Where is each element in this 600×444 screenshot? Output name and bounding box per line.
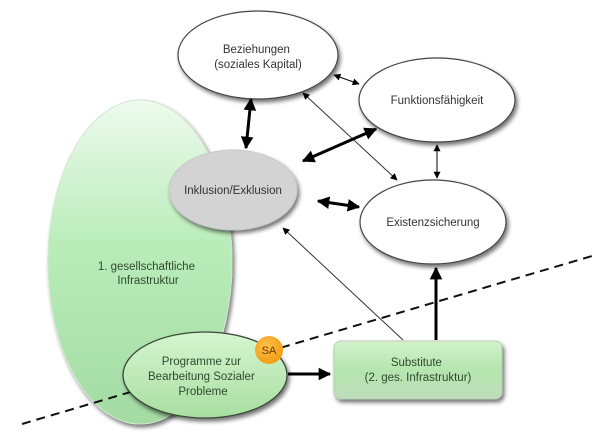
substitute-label-line1: Substitute (391, 357, 442, 369)
programme-label-line3: Probleme (178, 386, 227, 398)
edge-beziehungen-funktion (333, 73, 360, 86)
node-beziehungen: Beziehungen (soziales Kapital) (177, 10, 339, 100)
edge-inklusion-existenz (316, 196, 361, 212)
funktion-label: Funktionsfähigkeit (391, 95, 484, 107)
infrastruktur-label-line1: 1. gesellschaftliche (98, 261, 195, 273)
svg-text:Programme zur Bearbeitun: Programme zur Bearbeitung Sozialer Probl… (148, 356, 258, 398)
svg-text:Beziehungen (soziales Ka: Beziehungen (soziales Kapital) (214, 44, 302, 71)
beziehungen-label-line1: Beziehungen (223, 44, 290, 56)
substitute-label-line2: (2. ges. Infrastruktur) (365, 372, 472, 384)
edge-beziehungen-inklusion (240, 97, 257, 150)
node-funktion: Funktionsfähigkeit (358, 57, 516, 143)
inklusion-label: Inklusion/Exklusion (184, 185, 282, 197)
programme-label-line2: Bearbeitung Sozialer (148, 371, 255, 383)
edge-funktion-inklusion (301, 127, 378, 163)
sa-badge-label: SA (262, 345, 277, 357)
node-inklusion: Inklusion/Exklusion (168, 149, 298, 231)
edge-substitute-inklusion (282, 227, 404, 341)
existenz-label: Existenzsicherung (386, 217, 479, 229)
beziehungen-label-line2: (soziales Kapital) (214, 59, 302, 71)
infrastruktur-label-line2: Infrastruktur (117, 275, 179, 287)
edges (240, 73, 443, 381)
programme-label-line1: Programme zur (162, 356, 241, 368)
svg-text:Substitute (2. ges. Infr: Substitute (2. ges. Infrastruktur) (365, 357, 472, 384)
node-substitute: Substitute (2. ges. Infrastruktur) (333, 340, 503, 400)
node-programme: Programme zur Bearbeitung Sozialer Probl… (122, 331, 288, 419)
node-existenz: Existenzsicherung (359, 179, 507, 265)
svg-text:1. gesellschaftliche Inf: 1. gesellschaftliche Infrastruktur (98, 261, 198, 287)
sa-badge: SA (255, 336, 283, 364)
dashed-divider (21, 255, 593, 425)
